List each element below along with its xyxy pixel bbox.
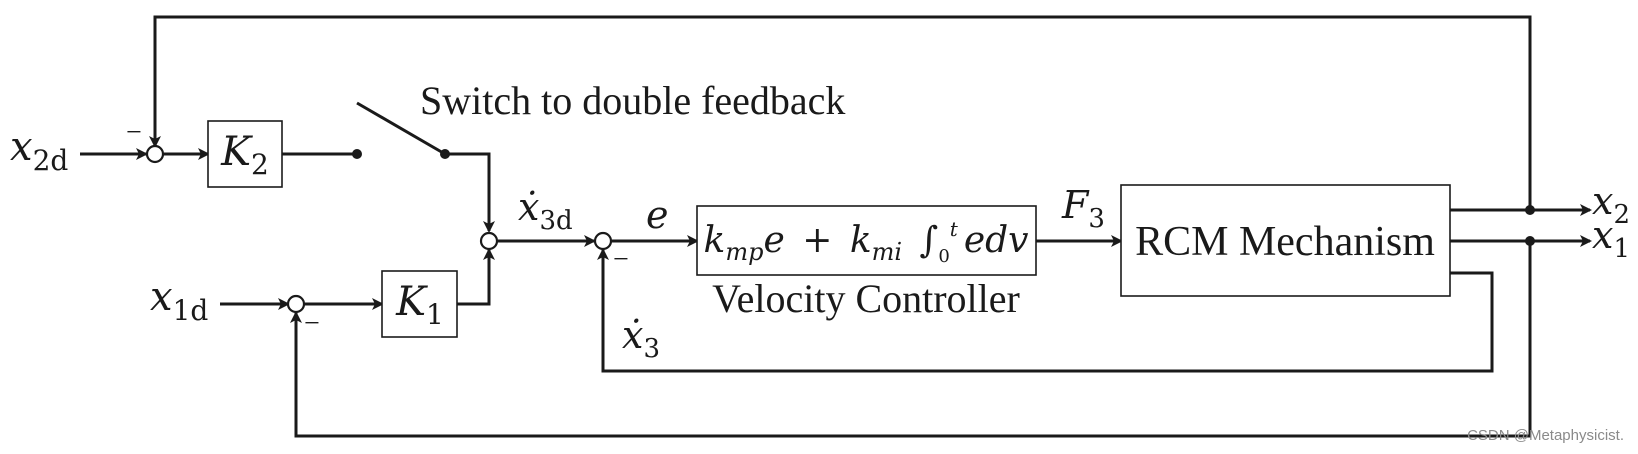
sum-junction-x2 <box>145 144 165 164</box>
x2-junction-dot <box>1525 205 1535 215</box>
minus-sign-error-sum: − <box>613 244 629 275</box>
k2-label: K2 <box>220 129 269 181</box>
sum-junction-x1 <box>286 294 306 314</box>
x3dot-feedback-wire <box>597 248 1494 373</box>
f3-label: F3 <box>1061 183 1105 234</box>
sum-junction-ref <box>479 231 499 251</box>
switch-blade <box>356 101 446 156</box>
x2-feedback-wire <box>149 15 1532 210</box>
x2-output-label: x2 <box>1592 179 1630 230</box>
k1-label: K1 <box>395 279 444 331</box>
minus-sign-x2-sum: − <box>126 117 142 148</box>
x1-junction-dot <box>1525 236 1535 246</box>
rcm-mechanism-label: RCM Mechanism <box>1135 219 1435 265</box>
k1-to-sum3-wire <box>457 248 495 306</box>
x3-dot-label: ẋ3 <box>622 313 660 364</box>
switch-label: Switch to double feedback <box>420 78 845 123</box>
switch-to-sum3-wire <box>445 152 495 233</box>
switch-pivot-dot <box>440 149 450 159</box>
minus-sign-x1-sum: − <box>304 308 320 339</box>
x2d-label: x2d <box>10 124 68 177</box>
switch-contact-dot <box>352 149 362 159</box>
velocity-controller-block <box>696 205 1037 276</box>
x3d-dot-label: ẋ3d <box>518 185 573 236</box>
watermark: CSDN @Metaphysicist. <box>1467 427 1624 444</box>
x1-output-label: x1 <box>1592 213 1630 264</box>
rcm-mechanism-block <box>1120 184 1451 297</box>
x1d-label: x1d <box>150 274 208 327</box>
velocity-controller-label: Velocity Controller <box>712 276 1020 321</box>
k1-block <box>381 270 458 338</box>
k2-block <box>207 120 283 188</box>
x1-feedback-wire <box>290 241 1532 438</box>
sum-junction-error <box>593 231 613 251</box>
error-label: e <box>646 193 669 237</box>
